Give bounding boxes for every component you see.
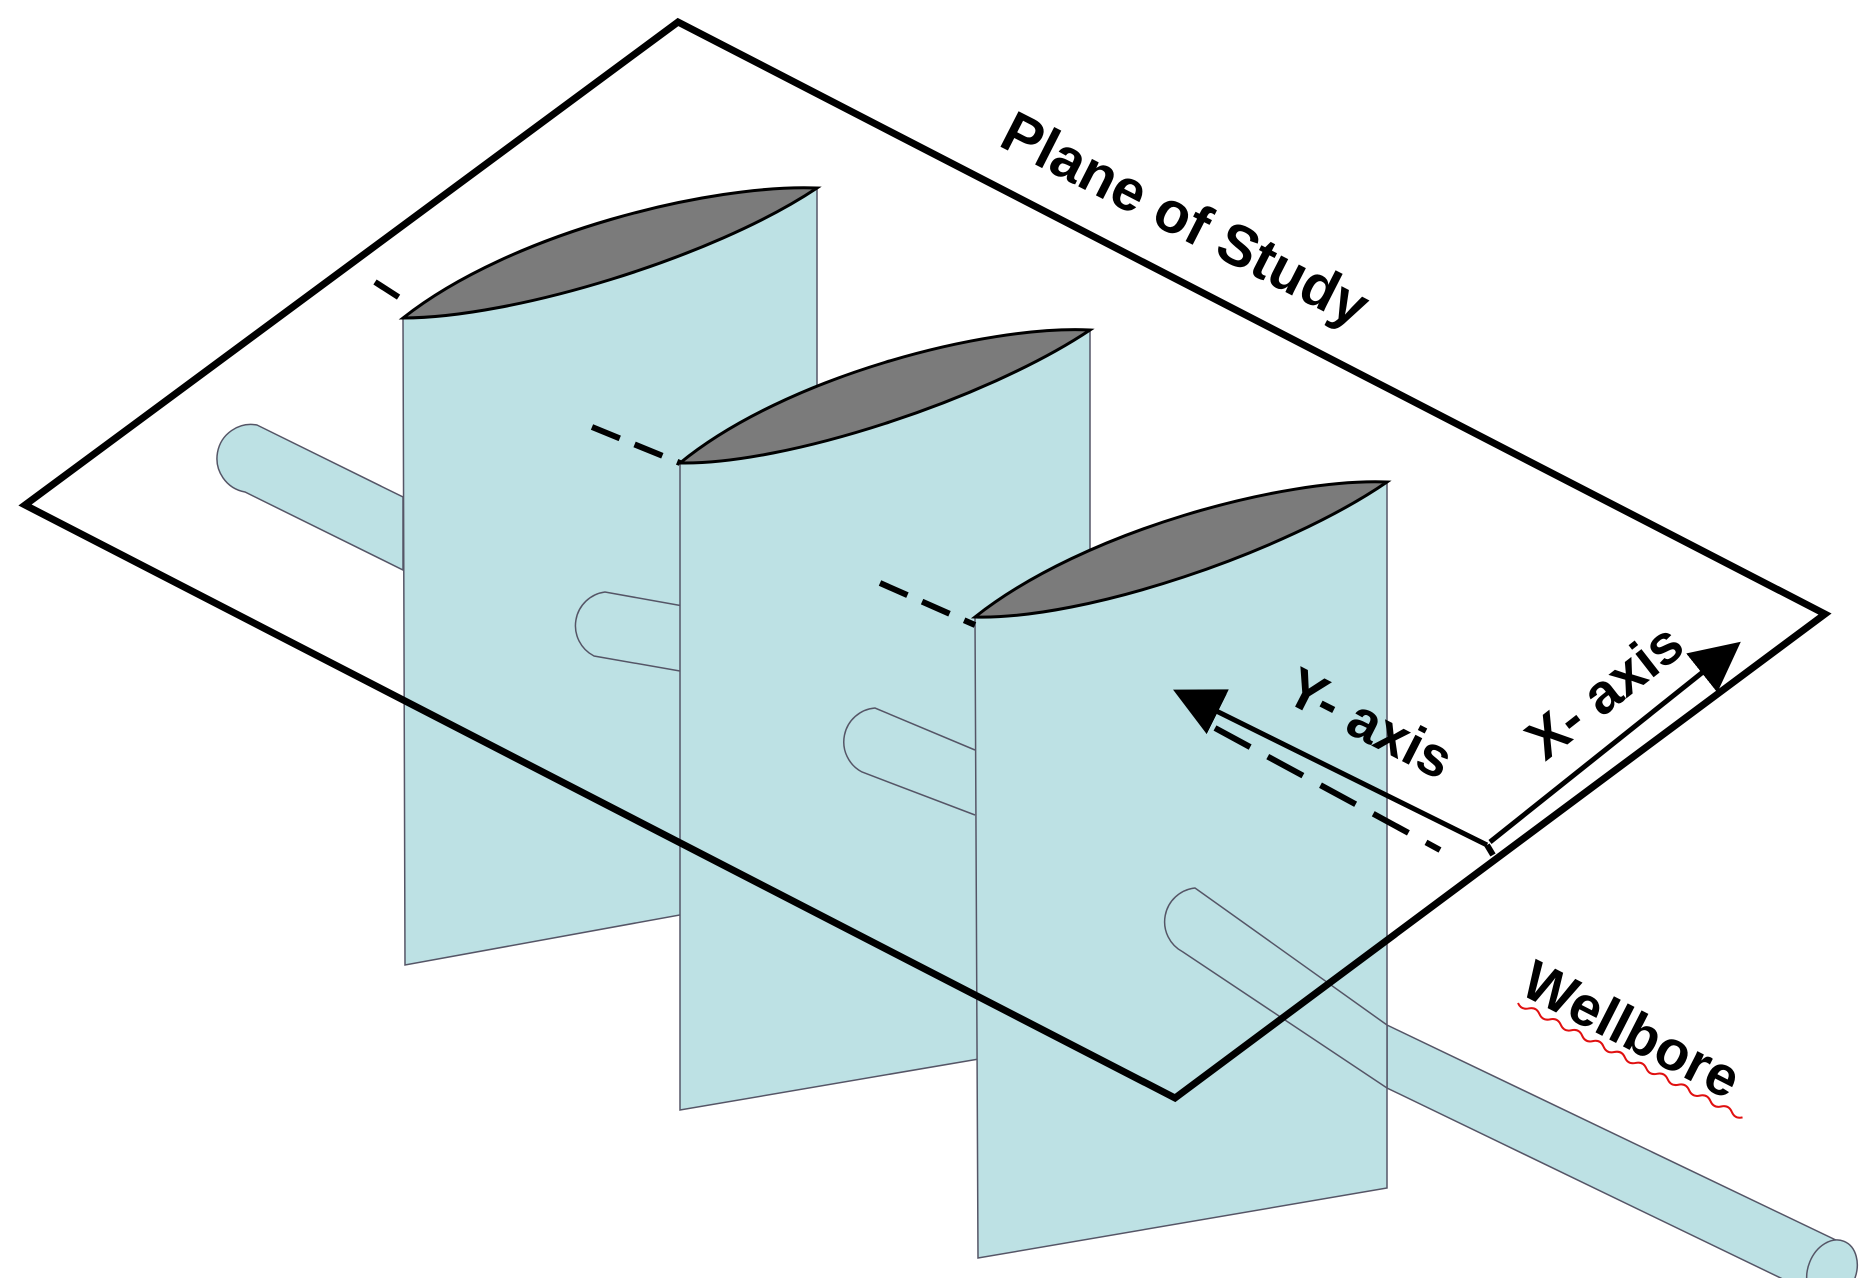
wellbore-spellcheck-underline [1517, 1002, 1743, 1119]
y-axis-arrow [1173, 689, 1489, 848]
wellbore-inside-fracture-outline [1163, 887, 1388, 1089]
fracture-1-dashed-trace [373, 279, 405, 303]
y-axis-dashed-line [1213, 725, 1442, 853]
fracture-top-ellipse [398, 186, 822, 320]
fracture-3-dashed-trace [878, 580, 977, 628]
fracture-top-ellipse [675, 328, 1095, 465]
wellbore-segment-left [216, 423, 404, 572]
wellbore-end-cap [1805, 1239, 1859, 1278]
x-axis-origin-tick [1484, 843, 1496, 857]
plane-of-study [18, 17, 1832, 1103]
fracture-top-ellipse [970, 480, 1392, 619]
wellbore-segment-right [1386, 1023, 1843, 1278]
wellbore-inside-fracture-outline [574, 591, 818, 696]
fracture-2-dashed-trace [590, 424, 682, 466]
plane-of-study-label: Plane of Study [991, 99, 1379, 340]
wellbore-label: Wellbore [1513, 948, 1751, 1111]
wellbore-inside-fracture-outline [843, 707, 976, 816]
fracture-3 [970, 480, 1392, 1259]
x-axis-arrow [1488, 641, 1741, 844]
x-axis-label: X- axis [1514, 611, 1695, 772]
